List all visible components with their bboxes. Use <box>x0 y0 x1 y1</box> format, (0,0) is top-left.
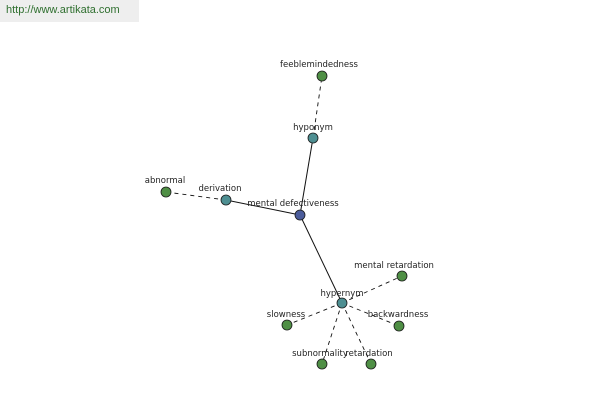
node-label-hyponym[interactable]: hyponym <box>293 123 333 133</box>
node-label-feeblemindedness[interactable]: feeblemindedness <box>280 60 359 70</box>
node-label-root[interactable]: mental defectiveness <box>247 199 339 209</box>
node-mental-retardation[interactable] <box>396 270 408 282</box>
node-backwardness[interactable] <box>393 320 405 332</box>
edge-root-to-hypernym <box>299 214 343 304</box>
node-label-derivation[interactable]: derivation <box>198 184 241 194</box>
edge-hypernym-to-mental-retardation <box>341 275 403 304</box>
node-hyponym[interactable] <box>307 132 319 144</box>
labels-layer: mental defectiveness hyponym derivation hyp… <box>145 60 434 359</box>
node-label-abnormal[interactable]: abnormal <box>145 176 185 186</box>
node-slowness[interactable] <box>281 319 293 331</box>
edge-hypernym-to-backwardness <box>341 302 400 327</box>
node-label-slowness[interactable]: slowness <box>267 310 306 320</box>
node-retardation[interactable] <box>365 358 377 370</box>
node-abnormal[interactable] <box>160 186 172 198</box>
site-url-banner[interactable]: http://www.artikata.com <box>0 0 139 22</box>
edges-layer <box>165 75 403 365</box>
edge-hypernym-to-slowness <box>286 302 343 326</box>
node-label-retardation[interactable]: retardation <box>345 349 392 359</box>
edge-hyponym-to-feeblemindedness <box>312 75 323 139</box>
node-root[interactable] <box>294 209 306 221</box>
edge-hypernym-to-retardation <box>341 302 372 365</box>
node-derivation[interactable] <box>220 194 232 206</box>
node-label-backwardness[interactable]: backwardness <box>368 310 429 320</box>
edge-root-to-derivation <box>225 199 301 216</box>
edge-hypernym-to-subnormality <box>321 302 343 365</box>
node-hypernym[interactable] <box>336 297 348 309</box>
node-label-subnormality[interactable]: subnormality <box>292 349 348 359</box>
nodes-layer <box>160 70 408 370</box>
node-feeblemindedness[interactable] <box>316 70 328 82</box>
edge-derivation-to-abnormal <box>165 191 227 201</box>
node-label-hypernym[interactable]: hypernym <box>320 289 363 299</box>
site-url-text[interactable]: http://www.artikata.com <box>6 4 120 16</box>
node-subnormality[interactable] <box>316 358 328 370</box>
node-label-mental-retardation[interactable]: mental retardation <box>354 261 434 271</box>
edge-root-to-hyponym <box>299 137 314 216</box>
